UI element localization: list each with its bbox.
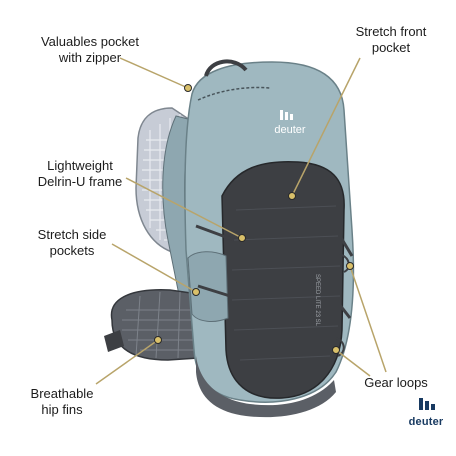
leader-dots <box>154 84 354 354</box>
label-valuables-pocket: Valuables pocket with zipper <box>40 34 140 65</box>
label-stretch-side-pockets: Stretch side pockets <box>37 227 107 258</box>
label-gear-loops: Gear loops <box>364 375 428 390</box>
leader-front <box>291 57 361 197</box>
compression-straps <box>195 224 354 319</box>
hip-fin-mesh <box>122 291 222 359</box>
side-pocket <box>187 251 229 322</box>
leader-loop-top <box>349 265 387 373</box>
haul-loop <box>204 59 248 77</box>
pack-bottom <box>196 356 336 418</box>
valuables-zipper <box>197 86 271 101</box>
hip-belt-strap <box>104 330 124 352</box>
label-hip-fins: Breathable hip fins <box>30 386 94 417</box>
pack-model-text: SPEED LITE 23 SL <box>314 274 320 327</box>
front-pocket <box>221 160 345 399</box>
pack-logo-icon <box>280 110 293 120</box>
leader-valuables <box>119 57 189 89</box>
brand-logo: deuter <box>404 414 448 428</box>
pocket-texture <box>231 205 341 361</box>
leader-frame <box>125 177 243 239</box>
leader-hip <box>95 339 159 385</box>
leader-lines <box>95 57 387 385</box>
brand-logo-text: deuter <box>408 416 444 428</box>
leader-side <box>111 243 197 293</box>
leader-loop-bottom <box>335 349 371 377</box>
pack-brand-text: deuter <box>274 124 306 136</box>
label-delrin-frame: Lightweight Delrin-U frame <box>37 158 123 189</box>
label-stretch-front-pocket: Stretch front pocket <box>355 24 427 55</box>
deuter-logo-icon <box>419 398 435 410</box>
